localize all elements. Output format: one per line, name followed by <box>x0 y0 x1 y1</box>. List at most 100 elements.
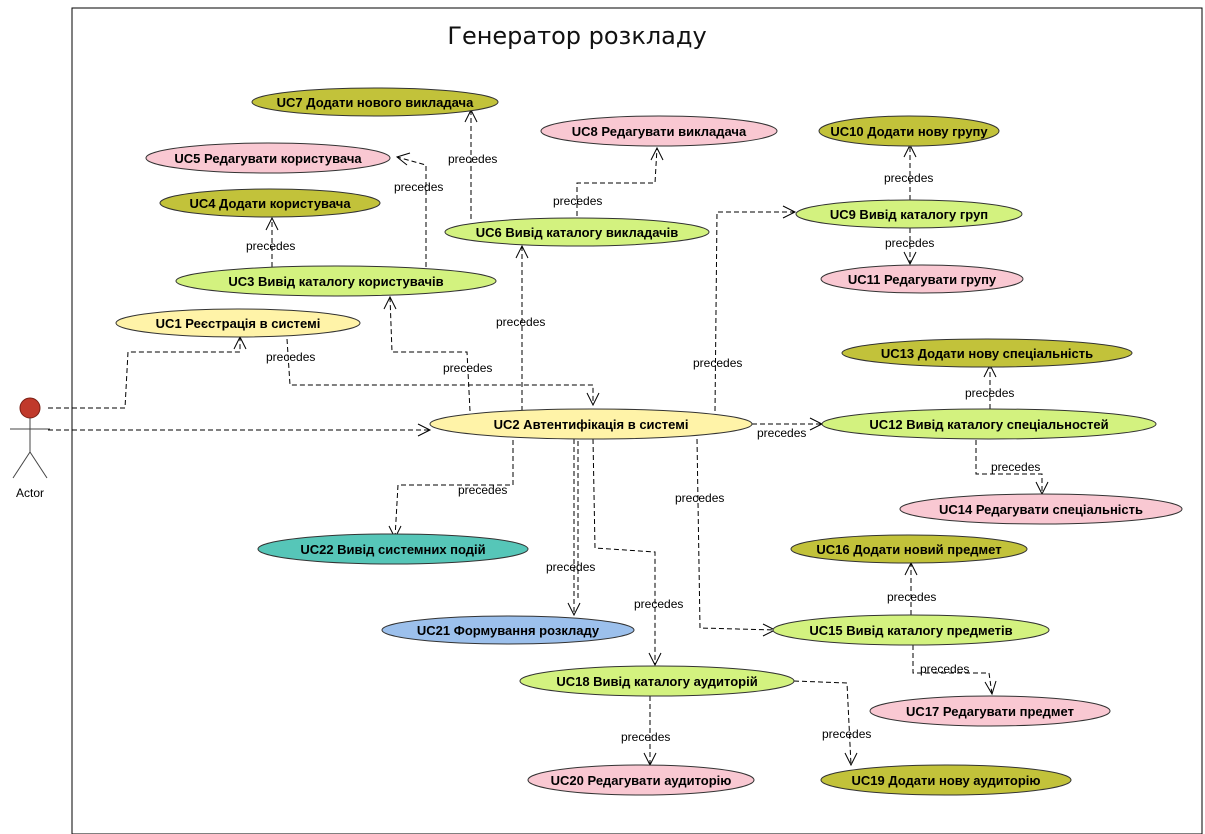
use-case-shape <box>115 308 361 338</box>
use-case-uc11[interactable]: UC11 Редагувати групу <box>820 264 1024 294</box>
edge-label: precedes <box>920 662 969 676</box>
use-case-uc13[interactable]: UC13 Додати нову спеціальність <box>841 338 1133 368</box>
use-case-shape <box>820 764 1072 796</box>
use-case-uc18[interactable]: UC18 Вивід каталогу аудиторій <box>519 665 795 697</box>
edge-uc2-uc6: precedes <box>496 244 545 411</box>
use-case-shape <box>257 533 529 565</box>
use-case-uc22[interactable]: UC22 Вивід системних подій <box>257 533 529 565</box>
edge-uc15-uc17: precedes <box>912 645 997 696</box>
use-case-label: UC9 Вивід каталогу груп <box>830 207 988 222</box>
edge-label: precedes <box>621 730 670 744</box>
use-case-uc1[interactable]: UC1 Реєстрація в системі <box>115 308 361 338</box>
use-case-uc15[interactable]: UC15 Вивід каталогу предметів <box>772 614 1050 646</box>
actor[interactable]: Actor <box>10 397 50 500</box>
use-case-shape <box>540 115 778 147</box>
use-case-uc4[interactable]: UC4 Додати користувача <box>159 188 381 218</box>
use-case-label: UC16 Додати новий предмет <box>816 542 1001 557</box>
use-case-uc5[interactable]: UC5 Редагувати користувача <box>145 142 391 174</box>
use-case-label: UC5 Редагувати користувача <box>174 151 362 166</box>
use-case-shape <box>795 199 1023 229</box>
use-case-uc16[interactable]: UC16 Додати новий предмет <box>790 534 1028 564</box>
use-case-uc17[interactable]: UC17 Редагувати предмет <box>869 695 1111 727</box>
use-case-uc10[interactable]: UC10 Додати нову групу <box>818 115 1000 147</box>
use-case-label: UC22 Вивід системних подій <box>300 542 485 557</box>
use-case-uc12[interactable]: UC12 Вивід каталогу спеціальностей <box>821 408 1157 440</box>
use-case-shape <box>429 408 753 440</box>
edge-label: precedes <box>553 194 602 208</box>
use-case-shape <box>841 338 1133 368</box>
edge-label: precedes <box>448 152 497 166</box>
system-title: Генератор розкладу <box>447 22 706 50</box>
use-case-label: UC11 Редагувати групу <box>848 272 997 287</box>
use-case-shape <box>818 115 1000 147</box>
use-case-label: UC4 Додати користувача <box>189 196 351 211</box>
edge-label: precedes <box>884 171 933 185</box>
use-case-uc7[interactable]: UC7 Додати нового викладача <box>251 87 499 117</box>
use-case-shape <box>159 188 381 218</box>
edge-label: precedes <box>757 426 806 440</box>
edge-actor-uc2 <box>48 423 432 437</box>
edge-label: precedes <box>496 315 545 329</box>
edge-label: precedes <box>693 356 742 370</box>
edge-label: precedes <box>546 560 595 574</box>
edge-uc2-uc21: precedes <box>546 439 595 617</box>
edge-label: precedes <box>675 491 724 505</box>
edges: precedes precedes precedes precedes prec… <box>48 108 1049 767</box>
use-case-label: UC6 Вивід каталогу викладачів <box>476 225 679 240</box>
edge-label: precedes <box>443 361 492 375</box>
use-case-uc8[interactable]: UC8 Редагувати викладача <box>540 115 778 147</box>
use-case-label: UC19 Додати нову аудиторію <box>852 773 1041 788</box>
use-case-shape <box>145 142 391 174</box>
use-case-label: UC10 Додати нову групу <box>830 124 988 139</box>
use-case-shape <box>790 534 1028 564</box>
use-case-label: UC2 Автентифікація в системі <box>494 417 689 432</box>
actor-head <box>19 397 41 419</box>
use-case-uc20[interactable]: UC20 Редагувати аудиторію <box>527 764 755 796</box>
edge-label: precedes <box>885 236 934 250</box>
edge-uc9-uc11: precedes <box>885 228 934 266</box>
use-case-shape <box>527 764 755 796</box>
use-case-uc14[interactable]: UC14 Редагувати спеціальність <box>899 493 1183 525</box>
use-case-label: UC14 Редагувати спеціальність <box>939 502 1143 517</box>
edge-label: precedes <box>266 350 315 364</box>
use-case-uc2[interactable]: UC2 Автентифікація в системі <box>429 408 753 440</box>
use-case-label: UC21 Формування розкладу <box>417 623 600 638</box>
use-case-uc3[interactable]: UC3 Вивід каталогу користувачів <box>175 265 497 297</box>
use-case-label: UC12 Вивід каталогу спеціальностей <box>869 417 1108 432</box>
use-case-shape <box>519 665 795 697</box>
edge-label: precedes <box>965 386 1014 400</box>
use-case-shape <box>869 695 1111 727</box>
use-case-label: UC8 Редагувати викладача <box>572 124 747 139</box>
use-case-label: UC15 Вивід каталогу предметів <box>809 623 1012 638</box>
use-case-uc21[interactable]: UC21 Формування розкладу <box>381 615 635 645</box>
use-case-uc19[interactable]: UC19 Додати нову аудиторію <box>820 764 1072 796</box>
edge-uc6-uc8: precedes <box>553 146 664 216</box>
actor-left-leg <box>12 451 31 479</box>
edge-uc3-uc4: precedes <box>246 216 295 267</box>
edge-label: precedes <box>246 239 295 253</box>
use-case-label: UC7 Додати нового викладача <box>277 95 474 110</box>
edge-uc3-uc5: precedes <box>394 152 443 267</box>
edge-uc2-uc18: precedes <box>592 438 683 667</box>
edge-label: precedes <box>394 180 443 194</box>
edge-uc15-uc16: precedes <box>887 561 936 615</box>
use-case-shape <box>381 615 635 645</box>
edge-uc1-uc2: precedes <box>266 338 600 407</box>
actor-label: Actor <box>16 486 44 500</box>
edge-uc2-uc9: precedes <box>693 205 797 412</box>
edge-label: precedes <box>887 590 936 604</box>
use-case-shape <box>175 265 497 297</box>
use-case-shape <box>251 87 499 117</box>
edge-uc2-uc3: precedes <box>383 295 492 412</box>
use-case-uc6[interactable]: UC6 Вивід каталогу викладачів <box>444 217 710 247</box>
use-cases: UC1 Реєстрація в системі UC2 Автентифіка… <box>115 87 1183 796</box>
use-case-label: UC13 Додати нову спеціальність <box>881 346 1093 361</box>
use-case-label: UC1 Реєстрація в системі <box>156 316 321 331</box>
use-case-shape <box>444 217 710 247</box>
use-case-shape <box>899 493 1183 525</box>
use-case-label: UC17 Редагувати предмет <box>906 704 1074 719</box>
use-case-label: UC3 Вивід каталогу користувачів <box>228 274 443 289</box>
use-case-uc9[interactable]: UC9 Вивід каталогу груп <box>795 199 1023 229</box>
edge-uc18-uc19: precedes <box>793 680 871 767</box>
